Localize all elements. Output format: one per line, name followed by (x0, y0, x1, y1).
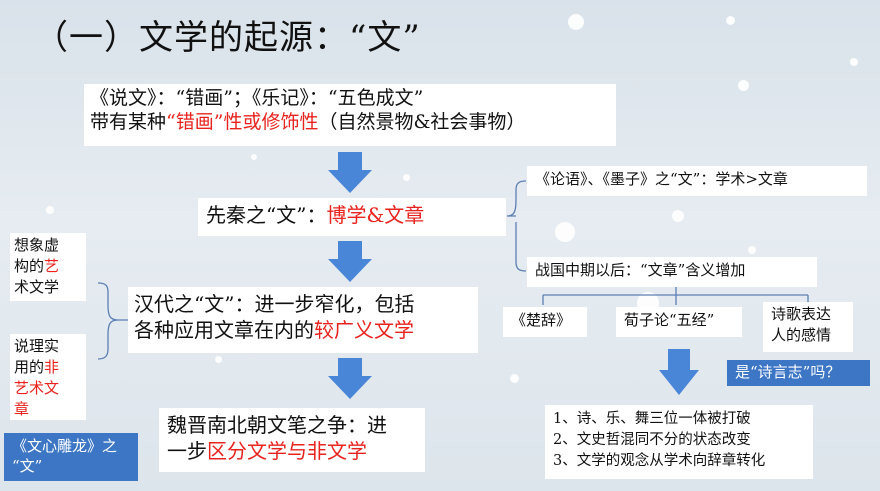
xunzi-box: 荀子论“五经” (616, 307, 742, 337)
preqin-pre: 先秦之“文”： (206, 203, 327, 227)
nonart-writing-box: 说理实 用的非 艺术文 章 (10, 334, 86, 420)
snow-dot (46, 206, 54, 214)
snow-dot (748, 246, 756, 254)
weijin-line2: 一步区分文学与非文学 (167, 439, 417, 465)
snow-dot (726, 16, 735, 25)
preqin-red: 博学&文章 (326, 203, 425, 227)
changes-item: 1、诗、乐、舞三位一体被打破 (553, 411, 751, 427)
lunyu-box: 《论语》、《墨子》之“文”：学术>文章 (527, 166, 867, 196)
nonart-l2: 用的非 (14, 357, 82, 378)
snow-dot (510, 374, 519, 383)
xunzi-text: 荀子论“五经” (624, 311, 715, 329)
shige-l2: 人的感情 (771, 326, 832, 344)
shiyanzhi-text: 是“诗言志”吗？ (735, 363, 841, 381)
weijin-line2-red: 区分文学与非文学 (207, 438, 367, 463)
snow-dot (850, 58, 858, 66)
zhanguo-text: 战国中期以后：“文章”含义增加 (535, 261, 746, 279)
origin-line2-red: “错画”性或修饰性 (166, 111, 319, 134)
han-line2: 各种应用文章在内的较广义文学 (134, 318, 472, 344)
wenxin-l2: “文” (12, 457, 43, 476)
art-l3: 术文学 (14, 278, 60, 296)
han-line2-red: 较广义文学 (314, 317, 414, 342)
origin-line2-pre: 带有某种 (90, 111, 167, 134)
han-box: 汉代之“文”：进一步窄化，包括 各种应用文章在内的较广义文学 (128, 287, 478, 353)
bracket-left (97, 282, 128, 360)
snow-dot (738, 80, 749, 91)
origin-line2: 带有某种“错画”性或修饰性（自然景物&社会事物） (90, 110, 610, 134)
shige-l1: 诗歌表达 (771, 305, 832, 323)
changes-list-box: 1、诗、乐、舞三位一体被打破 2、文史哲混同不分的状态改变 3、文学的观念从学术… (545, 405, 813, 479)
down-arrow-icon (328, 152, 372, 193)
chuci-text: 《楚辞》 (511, 311, 572, 329)
shiyanzhi-label: 是“诗言志”吗？ (727, 360, 870, 386)
nonart-l2-red: 非 (44, 358, 60, 376)
weijin-line2-pre: 一步 (167, 438, 207, 463)
origin-line1: 《说文》：“错画”；《乐记》：“五色成文” (90, 87, 424, 109)
nonart-l1: 说理实 (14, 337, 60, 355)
down-arrow-icon (328, 241, 372, 282)
nonart-l2-pre: 用的 (14, 358, 45, 376)
zhanguo-box: 战国中期以后：“文章”含义增加 (527, 257, 817, 287)
art-l2-red: 艺 (44, 257, 60, 275)
han-line2-pre: 各种应用文章在内的 (134, 317, 314, 342)
han-line1: 汉代之“文”：进一步窄化，包括 (134, 292, 415, 316)
shige-box: 诗歌表达 人的感情 (763, 302, 853, 352)
down-arrow-icon (328, 358, 372, 399)
branch-lines (542, 285, 809, 305)
snow-dot (251, 154, 257, 160)
snow-dot (568, 14, 584, 30)
nonart-l4: 章 (14, 400, 30, 418)
art-l1: 想象虚 (14, 236, 60, 254)
snow-dot (403, 174, 410, 181)
changes-item: 3、文学的观念从学术向辞章转化 (553, 453, 766, 470)
snow-dot (672, 210, 684, 222)
snow-dot (215, 356, 222, 363)
down-arrow-icon (659, 349, 699, 395)
art-l2: 构的艺 (14, 256, 82, 277)
wenxin-l1: 《文心雕龙》之 (12, 437, 118, 455)
snow-dot (555, 222, 575, 242)
chuci-box: 《楚辞》 (503, 307, 587, 337)
art-l2-pre: 构的 (14, 257, 45, 275)
bracket-right (506, 180, 527, 272)
page-title: （一）文学的起源：“文” (34, 18, 421, 58)
lunyu-text: 《论语》、《墨子》之“文”：学术>文章 (535, 170, 788, 188)
weijin-box: 魏晋南北朝文笔之争：进 一步区分文学与非文学 (159, 408, 425, 472)
origin-line2-post: （自然景物&社会事物） (318, 111, 526, 134)
nonart-l3: 艺术文 (14, 379, 60, 397)
art-literature-box: 想象虚 构的艺 术文学 (10, 233, 86, 301)
origin-box: 《说文》：“错画”；《乐记》：“五色成文” 带有某种“错画”性或修饰性（自然景物… (84, 84, 616, 146)
changes-item: 2、文史哲混同不分的状态改变 (553, 432, 751, 449)
preqin-box: 先秦之“文”：博学&文章 (198, 198, 506, 236)
weijin-line1: 魏晋南北朝文笔之争：进 (167, 413, 387, 437)
wenxin-label: 《文心雕龙》之 “文” (4, 433, 138, 481)
